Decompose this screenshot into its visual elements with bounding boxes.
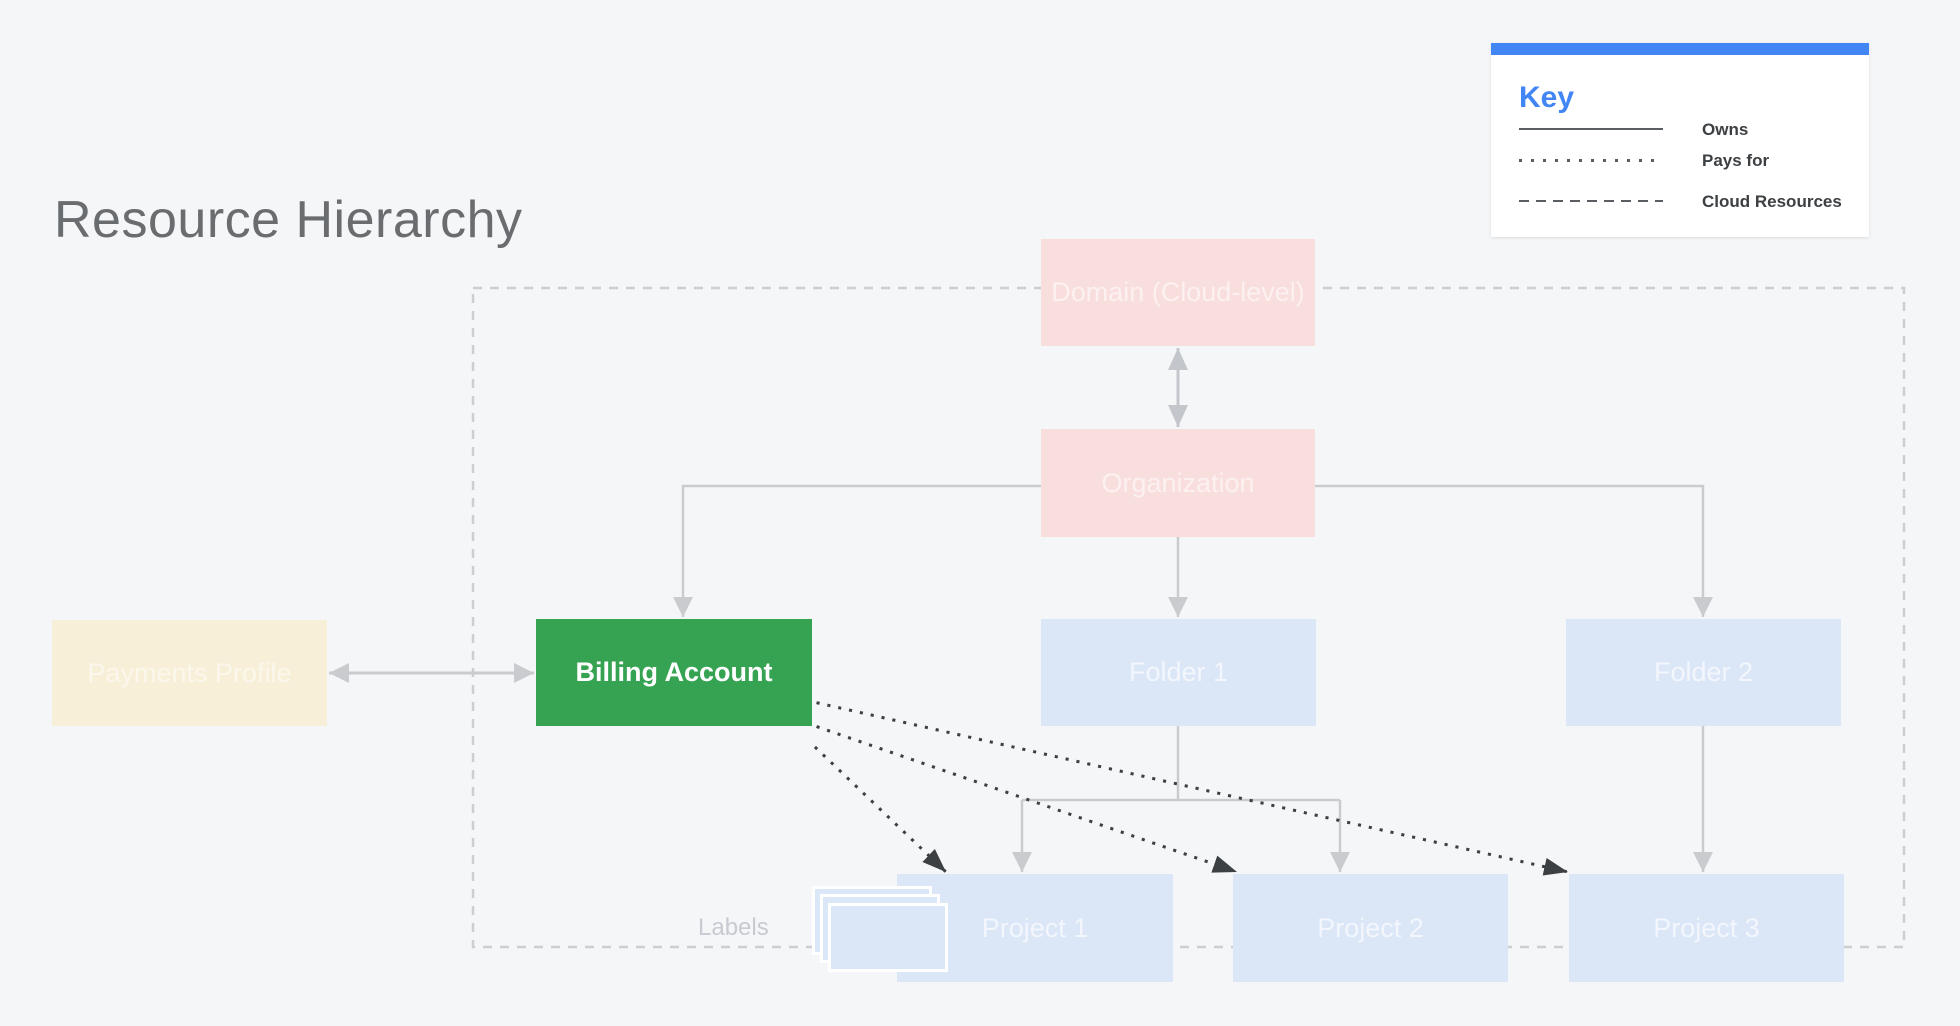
node-folder-1-label: Folder 1 <box>1128 657 1229 687</box>
labels-caption: Labels <box>698 914 769 941</box>
dotted-line-sample <box>1519 158 1663 162</box>
legend-owns-label: Owns <box>1702 119 1749 139</box>
node-domain-label: Domain (Cloud-level) <box>1051 277 1305 307</box>
legend-item-cloud-resources: Cloud Resources <box>1519 181 1859 221</box>
node-billing-account: Billing Account <box>536 619 812 726</box>
node-organization-label: Organization <box>1101 467 1255 498</box>
label-card-front <box>828 903 948 972</box>
solid-line-sample <box>1519 127 1663 131</box>
labels-stack-icon <box>812 886 952 976</box>
org-billing-connector <box>673 484 1041 617</box>
page-title: Resource Hierarchy <box>54 191 523 249</box>
node-billing-account-label: Billing Account <box>575 657 773 687</box>
node-payments-profile: Payments Profile <box>52 620 327 726</box>
node-folder-1: Folder 1 <box>1041 619 1316 726</box>
key-legend: Key Owns Pays for Cloud Resources <box>1491 43 1869 237</box>
node-domain: Domain (Cloud-level) <box>1041 239 1315 346</box>
node-organization: Organization <box>1041 429 1315 537</box>
node-project-2-label: Project 2 <box>1317 912 1424 943</box>
node-project-3-label: Project 3 <box>1653 912 1760 943</box>
cloud-resources-boundary <box>471 286 1906 949</box>
dashed-line-sample <box>1519 199 1663 203</box>
node-project-1-label: Project 1 <box>981 912 1089 943</box>
folder1-split-connector <box>1022 726 1340 802</box>
org-folder2-connector <box>1315 484 1713 617</box>
key-accent-bar <box>1491 43 1869 55</box>
legend-item-pays-for: Pays for <box>1519 150 1859 170</box>
node-project-2: Project 2 <box>1233 874 1508 982</box>
node-project-3: Project 3 <box>1569 874 1844 982</box>
legend-cloud-resources-label: Cloud Resources <box>1702 191 1842 211</box>
legend-pays-for-label: Pays for <box>1702 150 1770 170</box>
node-folder-2: Folder 2 <box>1566 619 1841 726</box>
key-title: Key <box>1519 81 1575 114</box>
node-folder-2-label: Folder 2 <box>1653 657 1754 687</box>
node-payments-profile-label: Payments Profile <box>87 657 292 688</box>
legend-item-owns: Owns <box>1519 119 1859 139</box>
